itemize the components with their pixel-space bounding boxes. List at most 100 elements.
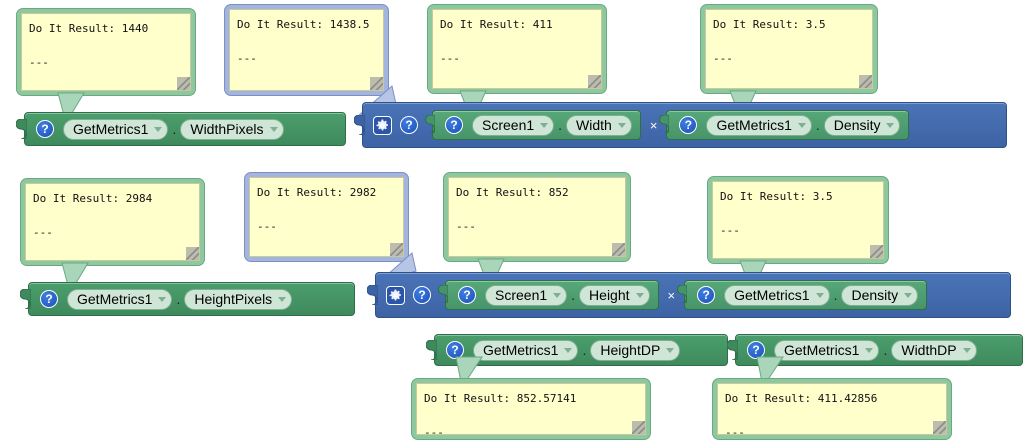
do-it-result-line2: ---	[720, 224, 740, 237]
chevron-down-icon[interactable]	[886, 122, 895, 128]
resize-handle-icon[interactable]	[370, 77, 383, 90]
property-dropdown-field[interactable]: HeightDP	[590, 339, 681, 361]
block-screen1-height[interactable]: ? Screen1 . Height	[438, 280, 659, 310]
gear-icon[interactable]	[386, 285, 405, 305]
component-name: GetMetrics1	[734, 287, 810, 303]
comment-bubble-screen1-height[interactable]: Do It Result: 852 ---	[443, 172, 631, 262]
do-it-result-line1: Do It Result: 2984	[33, 192, 153, 205]
component-name: GetMetrics1	[77, 291, 153, 307]
help-icon[interactable]: ?	[36, 120, 54, 138]
chevron-down-icon[interactable]	[158, 296, 167, 302]
property-dropdown-field[interactable]: WidthDP	[891, 339, 977, 361]
help-icon[interactable]: ?	[679, 116, 698, 134]
resize-handle-icon[interactable]	[859, 75, 872, 88]
component-dropdown-field[interactable]: GetMetrics1	[706, 114, 812, 136]
component-dropdown-field[interactable]: GetMetrics1	[724, 284, 830, 306]
block-multiply-width[interactable]: ? ? Screen1 . Width ×	[354, 102, 1007, 148]
block-getmetrics1-widthdp[interactable]: ? GetMetrics1 . WidthDP	[727, 334, 1023, 366]
help-icon[interactable]: ?	[747, 341, 765, 359]
help-icon[interactable]: ?	[40, 290, 58, 308]
chevron-down-icon[interactable]	[797, 122, 806, 128]
resize-handle-icon[interactable]	[612, 243, 625, 256]
component-name: GetMetrics1	[716, 117, 792, 133]
component-dropdown-field[interactable]: GetMetrics1	[774, 339, 880, 361]
output-plug-icon	[438, 285, 449, 305]
do-it-result-line1: Do It Result: 1440	[29, 22, 149, 35]
comment-paper: Do It Result: 2982 ---	[249, 177, 404, 257]
chevron-down-icon[interactable]	[564, 347, 573, 353]
component-dropdown-field[interactable]: GetMetrics1	[67, 288, 173, 310]
comment-bubble-width-multiply[interactable]: Do It Result: 1438.5 ---	[224, 4, 389, 96]
comment-bubble-density-1[interactable]: Do It Result: 3.5 ---	[700, 4, 878, 94]
do-it-result-line2: ---	[237, 52, 257, 65]
chevron-down-icon[interactable]	[904, 292, 913, 298]
chevron-down-icon[interactable]	[617, 122, 626, 128]
comment-paper: Do It Result: 411.42856 ---	[717, 383, 947, 435]
property-dropdown-field[interactable]: Height	[579, 284, 650, 306]
do-it-result-line1: Do It Result: 3.5	[713, 18, 826, 31]
chevron-down-icon[interactable]	[962, 347, 971, 353]
chevron-down-icon[interactable]	[278, 296, 287, 302]
chevron-down-icon[interactable]	[553, 292, 562, 298]
component-dropdown-field[interactable]: Screen1	[485, 284, 568, 306]
block-getmetrics1-density[interactable]: ? GetMetrics1 . Density	[659, 110, 910, 140]
property-dropdown-field[interactable]: HeightPixels	[184, 288, 293, 310]
property-name: Width	[576, 117, 612, 133]
block-screen1-width[interactable]: ? Screen1 . Width	[425, 110, 641, 140]
resize-handle-icon[interactable]	[390, 243, 403, 256]
chevron-down-icon[interactable]	[815, 292, 824, 298]
comment-bubble-height-pixels[interactable]: Do It Result: 2984 ---	[20, 178, 205, 266]
comment-bubble-width-pixels[interactable]: Do It Result: 1440 ---	[16, 8, 196, 96]
resize-handle-icon[interactable]	[177, 77, 190, 90]
property-dropdown-field[interactable]: WidthPixels	[180, 118, 284, 140]
output-plug-icon	[354, 115, 365, 135]
help-icon[interactable]: ?	[413, 286, 431, 304]
help-icon[interactable]: ?	[458, 286, 476, 304]
chevron-down-icon[interactable]	[540, 122, 549, 128]
block-getmetrics1-widthpixels[interactable]: ? GetMetrics1 . WidthPixels	[16, 112, 346, 146]
comment-bubble-width-dp[interactable]: Do It Result: 411.42856 ---	[712, 378, 952, 440]
help-icon[interactable]: ?	[697, 286, 716, 304]
resize-handle-icon[interactable]	[632, 421, 645, 434]
property-name: Density	[833, 117, 881, 133]
chevron-down-icon[interactable]	[154, 126, 163, 132]
help-icon[interactable]: ?	[445, 116, 463, 134]
do-it-result-line1: Do It Result: 411.42856	[725, 392, 878, 405]
member-dot: .	[172, 121, 177, 137]
member-dot: .	[176, 291, 181, 307]
resize-handle-icon[interactable]	[186, 247, 199, 260]
gear-icon[interactable]	[373, 115, 392, 135]
member-dot: .	[883, 342, 888, 358]
help-icon[interactable]: ?	[400, 116, 418, 134]
component-name: Screen1	[482, 117, 535, 133]
do-it-result-line1: Do It Result: 1438.5	[237, 18, 370, 31]
block-getmetrics1-density[interactable]: ? GetMetrics1 . Density	[677, 280, 928, 310]
property-dropdown-field[interactable]: Width	[566, 114, 632, 136]
component-dropdown-field[interactable]: Screen1	[472, 114, 555, 136]
comment-bubble-height-dp[interactable]: Do It Result: 852.57141 ---	[411, 378, 651, 440]
do-it-result-line2: ---	[29, 56, 49, 69]
chevron-down-icon[interactable]	[666, 347, 675, 353]
chevron-down-icon[interactable]	[635, 292, 644, 298]
comment-bubble-screen1-width[interactable]: Do It Result: 411 ---	[427, 4, 607, 94]
help-icon[interactable]: ?	[446, 341, 464, 359]
block-getmetrics1-heightdp[interactable]: ? GetMetrics1 . HeightDP	[426, 334, 728, 366]
block-multiply-height[interactable]: ? ? Screen1 . Height ×	[367, 272, 1011, 318]
property-dropdown-field[interactable]: Density	[841, 284, 919, 306]
component-dropdown-field[interactable]: GetMetrics1	[63, 118, 169, 140]
output-plug-icon	[677, 285, 688, 305]
chevron-down-icon[interactable]	[269, 126, 278, 132]
do-it-result-line2: ---	[257, 220, 277, 233]
resize-handle-icon[interactable]	[870, 245, 883, 258]
chevron-down-icon[interactable]	[865, 347, 874, 353]
resize-handle-icon[interactable]	[588, 75, 601, 88]
property-dropdown-field[interactable]: Density	[823, 114, 901, 136]
comment-bubble-height-multiply[interactable]: Do It Result: 2982 ---	[244, 172, 409, 262]
output-plug-icon	[16, 119, 27, 139]
comment-bubble-density-2[interactable]: Do It Result: 3.5 ---	[707, 176, 889, 264]
resize-handle-icon[interactable]	[933, 421, 946, 434]
component-dropdown-field[interactable]: GetMetrics1	[473, 339, 579, 361]
do-it-result-line2: ---	[424, 426, 444, 435]
block-getmetrics1-heightpixels[interactable]: ? GetMetrics1 . HeightPixels	[20, 282, 355, 316]
